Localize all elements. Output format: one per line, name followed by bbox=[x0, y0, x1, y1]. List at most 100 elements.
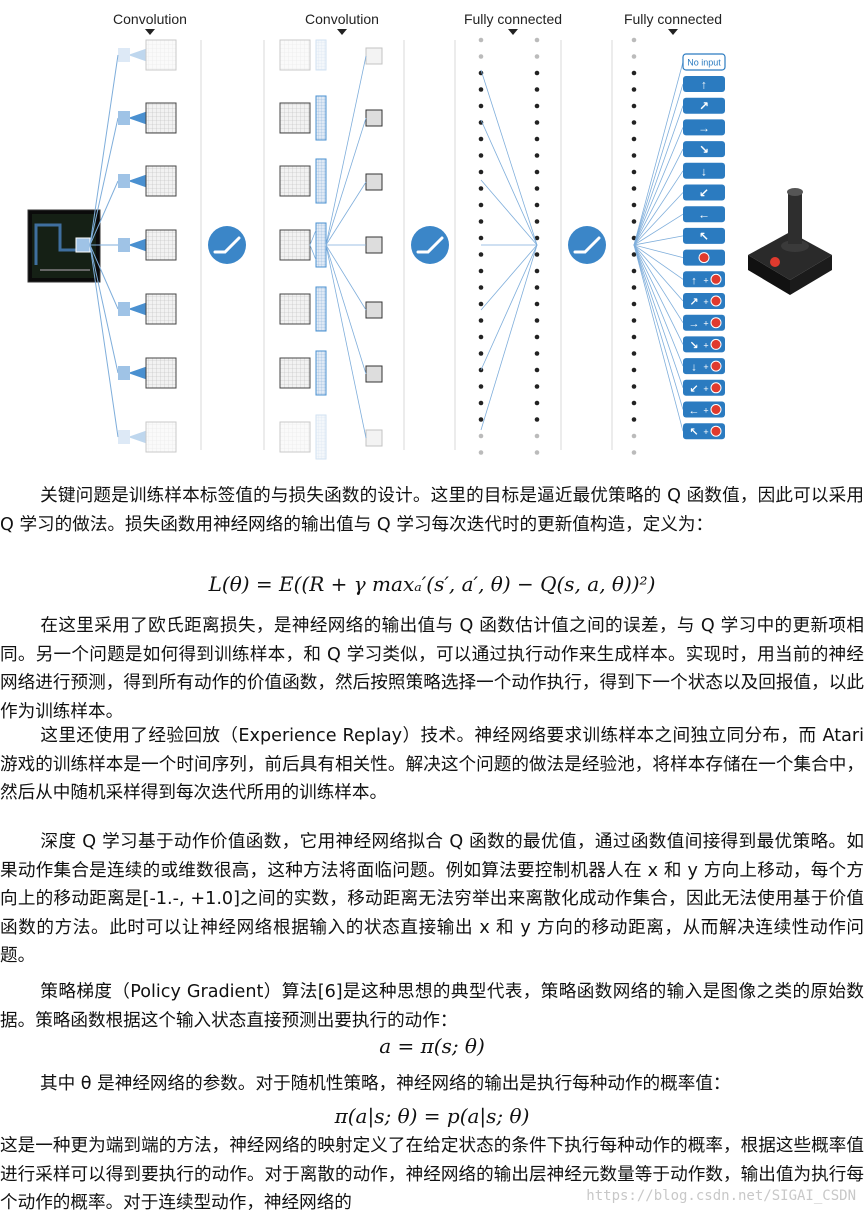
svg-text:↙: ↙ bbox=[689, 383, 698, 395]
neuron bbox=[534, 367, 540, 373]
neuron bbox=[631, 54, 637, 59]
fc2-neuron-column bbox=[534, 37, 540, 455]
svg-text:↓: ↓ bbox=[691, 362, 697, 374]
neuron bbox=[631, 202, 637, 208]
output-connections bbox=[633, 61, 684, 432]
svg-text:↑: ↑ bbox=[701, 78, 707, 92]
conv1-connections bbox=[89, 54, 119, 438]
neuron bbox=[534, 202, 540, 208]
action-move-fire-2: →+ bbox=[683, 314, 725, 331]
svg-text:↘: ↘ bbox=[689, 340, 698, 352]
pointer-fc2 bbox=[668, 29, 678, 35]
neuron bbox=[534, 186, 540, 191]
neuron bbox=[534, 136, 540, 142]
svg-text:←: ← bbox=[689, 405, 700, 417]
neuron bbox=[631, 400, 637, 406]
svg-text:↓: ↓ bbox=[701, 164, 707, 178]
neuron bbox=[631, 103, 637, 109]
relu-activation-icon-1 bbox=[208, 226, 246, 264]
svg-text:+: + bbox=[703, 340, 708, 350]
fc3-neuron-column bbox=[631, 37, 637, 455]
neuron bbox=[534, 318, 540, 323]
pointer-conv1 bbox=[145, 29, 155, 35]
svg-text:↘: ↘ bbox=[699, 143, 709, 157]
action-move-7: ↖ bbox=[683, 227, 725, 244]
neuron bbox=[631, 301, 637, 307]
neuron bbox=[534, 70, 540, 76]
svg-text:+: + bbox=[703, 297, 708, 307]
action-fire bbox=[683, 249, 725, 266]
svg-text:→: → bbox=[698, 121, 710, 135]
neuron bbox=[478, 186, 484, 191]
conv2-connections bbox=[309, 55, 367, 439]
action-move-fire-4: ↓+ bbox=[683, 358, 725, 375]
svg-text:+: + bbox=[703, 427, 708, 437]
neuron bbox=[534, 169, 540, 175]
neuron bbox=[631, 334, 637, 340]
neuron bbox=[478, 235, 484, 241]
neuron bbox=[534, 384, 540, 389]
svg-text:↗: ↗ bbox=[689, 297, 698, 309]
neuron bbox=[478, 169, 484, 175]
neuron bbox=[478, 417, 484, 422]
neuron bbox=[478, 351, 484, 356]
svg-text:↑: ↑ bbox=[691, 275, 697, 287]
neuron bbox=[631, 318, 637, 323]
neuron bbox=[534, 54, 540, 59]
neuron bbox=[478, 450, 484, 455]
neuron bbox=[478, 334, 484, 340]
action-move-4: ↓ bbox=[683, 162, 725, 179]
neuron bbox=[534, 219, 540, 224]
layer-label-fc1: Fully connected bbox=[464, 11, 562, 27]
neuron bbox=[534, 301, 540, 307]
neuron bbox=[478, 202, 484, 208]
neuron bbox=[631, 235, 637, 241]
neuron bbox=[534, 235, 540, 241]
neuron bbox=[631, 219, 637, 224]
neuron bbox=[478, 318, 484, 323]
neuron bbox=[534, 252, 540, 257]
layer-label-conv2: Convolution bbox=[305, 11, 379, 27]
neuron bbox=[631, 351, 637, 356]
paragraph-1: 关键问题是训练样本标签值的与损失函数的设计。这里的目标是逼近最优策略的 Q 函数… bbox=[0, 486, 864, 535]
neuron bbox=[478, 285, 484, 290]
svg-text:+: + bbox=[703, 406, 708, 416]
svg-text:+: + bbox=[703, 275, 708, 285]
neuron bbox=[478, 219, 484, 224]
neuron bbox=[534, 153, 540, 158]
neuron bbox=[631, 186, 637, 191]
dqn-architecture-figure: Convolution Convolution Fully connected … bbox=[27, 11, 832, 460]
equation-stochastic-policy: π(a|s; θ) = p(a|s; θ) bbox=[334, 1104, 530, 1128]
neuron bbox=[631, 120, 637, 125]
neuron bbox=[478, 87, 484, 92]
neuron bbox=[534, 120, 540, 125]
svg-text:No input: No input bbox=[687, 58, 721, 68]
action-move-fire-3: ↘+ bbox=[683, 336, 725, 353]
action-move-6: ← bbox=[683, 206, 725, 223]
svg-text:←: ← bbox=[698, 208, 710, 222]
svg-text:→: → bbox=[689, 318, 700, 330]
neuron bbox=[478, 120, 484, 125]
neuron bbox=[534, 433, 540, 439]
fc-connections bbox=[480, 69, 538, 431]
neuron bbox=[631, 169, 637, 175]
neuron bbox=[631, 136, 637, 142]
action-move-1: ↗ bbox=[683, 97, 725, 114]
neuron bbox=[534, 400, 540, 406]
action-move-fire-7: ↖+ bbox=[683, 423, 725, 440]
pointer-fc1 bbox=[508, 29, 518, 35]
svg-text:↖: ↖ bbox=[689, 427, 698, 439]
conv1-feature-maps bbox=[118, 39, 177, 453]
neuron bbox=[478, 252, 484, 257]
action-move-2: → bbox=[683, 119, 725, 136]
paragraph-2: 在这里采用了欧氏距离损失，是神经网络的输出值与 Q 函数估计值之间的误差，与 Q… bbox=[0, 616, 864, 722]
neuron bbox=[631, 450, 637, 455]
neuron bbox=[631, 37, 637, 43]
paragraph-3: 这里还使用了经验回放（Experience Replay）技术。神经网络要求训练… bbox=[0, 726, 864, 803]
neuron bbox=[534, 334, 540, 340]
neuron bbox=[631, 367, 637, 373]
action-move-5: ↙ bbox=[683, 184, 725, 201]
equation-policy: a = π(s; θ) bbox=[379, 1034, 485, 1058]
action-outputs: No input↑↗→↘↓↙←↖↑+↗+→+↘+↓+↙+←+↖+ bbox=[682, 53, 726, 440]
svg-text:+: + bbox=[703, 384, 708, 394]
